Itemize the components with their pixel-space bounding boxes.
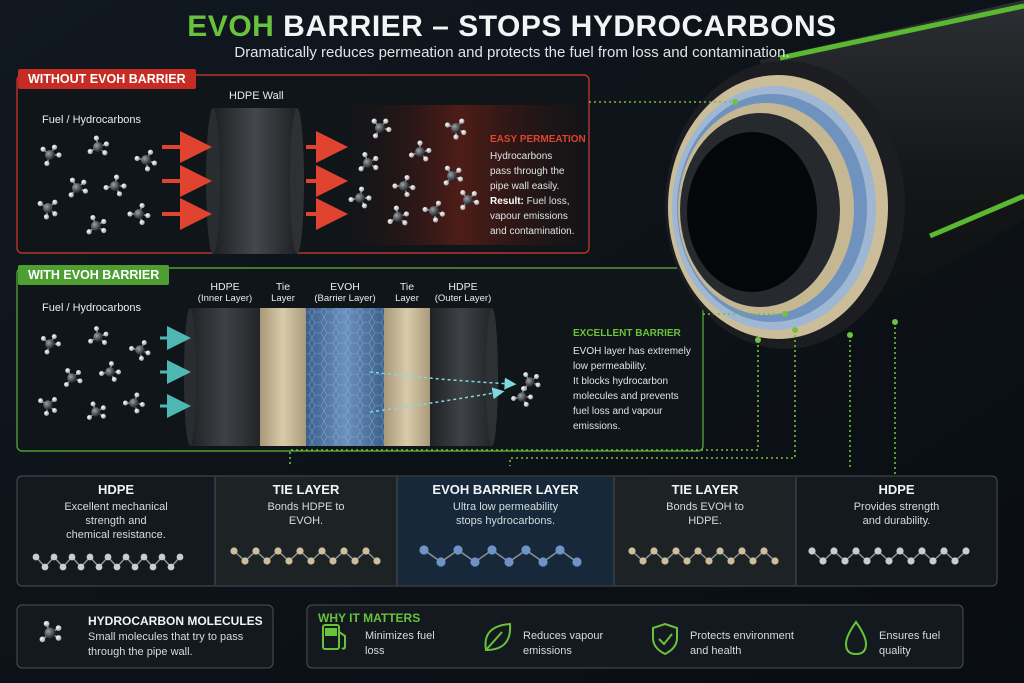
hydrocarbon-molecule bbox=[39, 620, 62, 643]
hydrocarbon-molecule bbox=[444, 118, 467, 140]
page-title: EVOH BARRIER – STOPS HYDROCARBONS bbox=[187, 10, 837, 43]
hydrocarbon-molecule bbox=[40, 334, 62, 355]
without-badge: WITHOUT EVOH BARRIER bbox=[18, 69, 196, 89]
hydrocarbon-molecule bbox=[358, 151, 379, 172]
page-subtitle: Dramatically reduces permeation and prot… bbox=[234, 44, 790, 61]
hydrocarbon-molecule bbox=[38, 397, 58, 416]
hydrocarbon-molecule bbox=[460, 190, 480, 210]
hydrocarbon-molecule bbox=[129, 340, 151, 361]
legend-text: HYDROCARBON MOLECULES Small molecules th… bbox=[88, 614, 263, 658]
with-fuel-label: Fuel / Hydrocarbons bbox=[42, 302, 142, 314]
card-evoh: EVOH BARRIER LAYER Ultra low permeabilit… bbox=[432, 482, 579, 527]
polymer-chain bbox=[419, 545, 582, 567]
drop-icon bbox=[844, 620, 868, 656]
fuel-pump-icon bbox=[322, 624, 346, 650]
hydrocarbon-molecule bbox=[511, 386, 534, 407]
polymer-chain bbox=[808, 547, 970, 565]
excellent-barrier-heading: EXCELLENT BARRIER bbox=[573, 328, 681, 339]
easy-permeation-heading: EASY PERMEATION bbox=[490, 134, 586, 145]
trace-arrows bbox=[369, 371, 517, 413]
why-title: WHY IT MATTERS bbox=[318, 611, 421, 625]
pipe-cross-section bbox=[665, 0, 1024, 350]
hydrocarbon-molecule bbox=[86, 214, 107, 235]
hydrocarbon-molecule bbox=[348, 186, 372, 209]
with-badge: WITH EVOH BARRIER bbox=[18, 265, 170, 285]
blocked-arrows bbox=[160, 326, 191, 418]
hydrocarbon-molecule bbox=[422, 200, 446, 223]
hydrocarbon-molecule bbox=[99, 361, 122, 382]
leaf-icon bbox=[484, 622, 512, 652]
hydrocarbon-molecule bbox=[371, 118, 392, 139]
excellent-barrier-text: EVOH layer has extremely low permeabilit… bbox=[573, 346, 691, 432]
polymer-chain bbox=[628, 547, 779, 565]
layer-stack bbox=[184, 308, 498, 446]
layer-label-hdpe-inner: HDPE(Inner Layer) bbox=[197, 281, 253, 304]
hydrocarbon-molecule bbox=[122, 392, 145, 414]
hydrocarbon-molecule bbox=[86, 401, 106, 420]
hydrocarbon-molecule bbox=[103, 174, 127, 197]
hydrocarbon-molecule bbox=[88, 326, 109, 345]
permeation-arrows bbox=[162, 131, 348, 230]
why-box bbox=[306, 604, 964, 669]
polymer-chain bbox=[230, 547, 381, 565]
hydrocarbon-molecule bbox=[387, 205, 410, 226]
layer-label-hdpe-outer: HDPE(Outer Layer) bbox=[434, 281, 492, 304]
pipe-connectors bbox=[289, 101, 896, 476]
hydrocarbon-molecule bbox=[134, 149, 158, 172]
legend-box bbox=[16, 604, 274, 669]
shield-check-icon bbox=[652, 622, 678, 656]
polymer-chain bbox=[32, 553, 184, 571]
hydrocarbon-molecule bbox=[392, 174, 416, 198]
easy-permeation-text: Hydrocarbons pass through the pipe wall … bbox=[490, 151, 575, 237]
hydrocarbon-molecule bbox=[37, 199, 58, 220]
without-fuel-label: Fuel / Hydrocarbons bbox=[42, 114, 142, 126]
hydrocarbon-molecule bbox=[68, 177, 89, 198]
hdpe-wall bbox=[206, 108, 304, 254]
hydrocarbon-molecule bbox=[64, 368, 83, 388]
hdpe-wall-label: HDPE Wall bbox=[229, 90, 284, 102]
hydrocarbon-molecule bbox=[443, 165, 464, 186]
hydrocarbon-molecule bbox=[127, 202, 151, 226]
hydrocarbon-molecule bbox=[408, 140, 432, 162]
hydrocarbon-molecule bbox=[87, 135, 110, 156]
layer-label-evoh: EVOH(Barrier Layer) bbox=[314, 281, 376, 304]
hydrocarbon-molecule bbox=[40, 144, 62, 167]
